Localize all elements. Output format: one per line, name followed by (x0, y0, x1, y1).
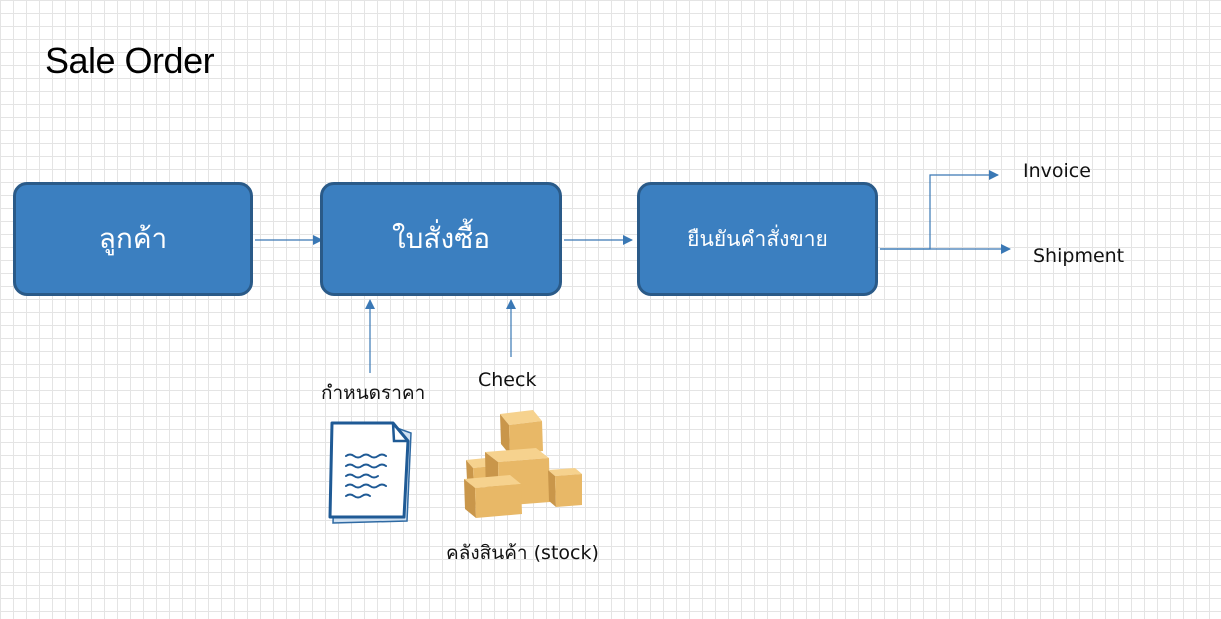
shipment-label: Shipment (1033, 245, 1125, 267)
purchase-order-label: ใบสั่งซื้อ (391, 222, 491, 255)
customer-label: ลูกค้า (98, 222, 168, 255)
set-price-label: กำหนดราคา (321, 382, 426, 404)
document-icon (328, 421, 412, 524)
confirm-sale-label: ยืนยันคำสั่งขาย (687, 226, 828, 251)
check-label: Check (478, 369, 537, 391)
boxes-icon (464, 410, 582, 518)
page-title: Sale Order (45, 40, 215, 81)
stock-label: คลังสินค้า (stock) (446, 542, 599, 564)
customer-box: ลูกค้า (13, 182, 253, 296)
invoice-label: Invoice (1023, 160, 1091, 182)
arrow-confirm-to-invoice (880, 170, 999, 250)
confirm-sale-box: ยืนยันคำสั่งขาย (637, 182, 878, 296)
purchase-order-box: ใบสั่งซื้อ (320, 182, 562, 296)
